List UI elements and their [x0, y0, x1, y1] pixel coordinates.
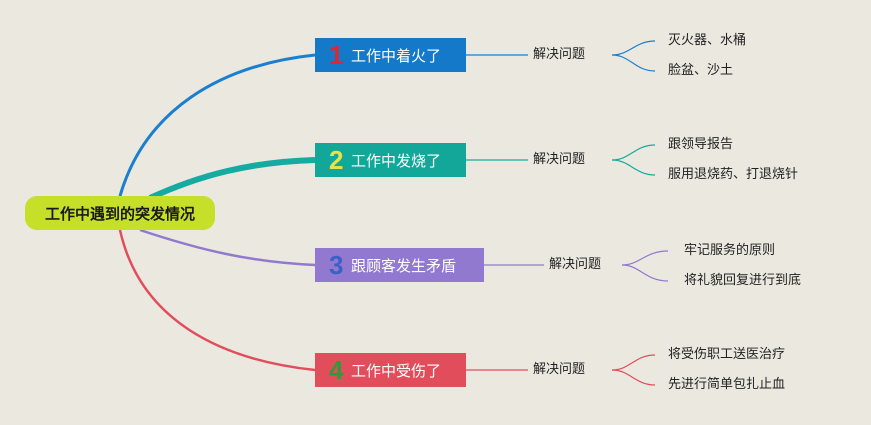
branch-label: 工作中着火了: [351, 46, 442, 65]
leaf-item[interactable]: 牢记服务的原则: [684, 243, 776, 258]
leaf-item[interactable]: 将礼貌回复进行到底: [684, 273, 802, 288]
leaf-item[interactable]: 跟领导报告: [668, 137, 734, 152]
connector-branch-3-leaf-2: [621, 264, 669, 282]
branch-2[interactable]: 2 工作中发烧了: [315, 143, 466, 177]
branch-number: 1: [329, 40, 344, 70]
solve-label[interactable]: 解决问题: [533, 152, 586, 167]
leaf-item[interactable]: 脸盆、沙土: [668, 63, 734, 78]
leaf-item[interactable]: 先进行简单包扎止血: [668, 377, 786, 392]
root-topic[interactable]: 工作中遇到的突发情况: [25, 196, 215, 230]
connector-root-branch-1: [118, 53, 316, 197]
connector-branch-3-leaf-1: [621, 250, 669, 266]
branch-3[interactable]: 3 跟顾客发生矛盾: [315, 248, 484, 282]
leaf-item[interactable]: 服用退烧药、打退烧针: [668, 167, 799, 182]
connector-root-branch-2: [148, 157, 316, 201]
connector-root-branch-3: [139, 228, 316, 267]
branch-number: 3: [329, 250, 344, 280]
connector-branch-1-leaf-1: [611, 40, 656, 56]
branch-4[interactable]: 4 工作中受伤了: [315, 353, 466, 387]
connector-branch-1-leaf-2: [611, 54, 656, 72]
branch-label: 跟顾客发生矛盾: [351, 256, 457, 275]
solve-label[interactable]: 解决问题: [533, 47, 586, 62]
branch-number: 2: [329, 145, 344, 175]
branch-label: 工作中发烧了: [351, 151, 442, 170]
branch-number: 4: [329, 355, 344, 385]
leaf-item[interactable]: 灭火器、水桶: [668, 33, 747, 48]
connector-root-branch-4: [118, 229, 316, 372]
solve-label[interactable]: 解决问题: [533, 362, 586, 377]
connector-branch-4-leaf-1: [611, 354, 656, 371]
branch-label: 工作中受伤了: [351, 361, 442, 380]
leaf-item[interactable]: 将受伤职工送医治疗: [668, 347, 786, 362]
solve-label[interactable]: 解决问题: [549, 257, 602, 272]
connector-branch-2-leaf-1: [611, 144, 656, 161]
branch-1[interactable]: 1 工作中着火了: [315, 38, 466, 72]
connector-branch-2-leaf-2: [611, 159, 656, 176]
connector-branch-4-leaf-2: [611, 369, 656, 386]
